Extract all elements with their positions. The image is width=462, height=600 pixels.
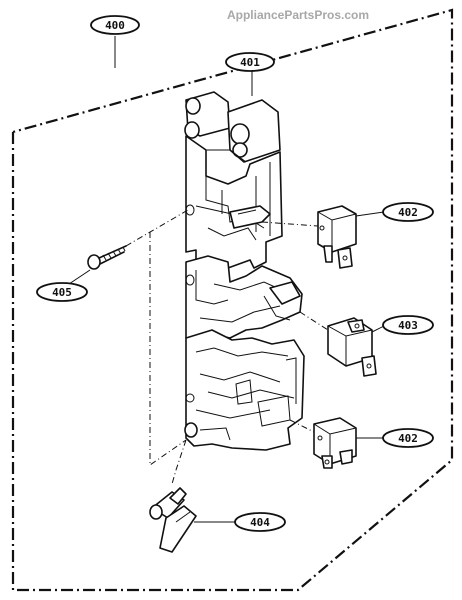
switch-part-402-top: [317, 205, 357, 269]
callout-402-bottom: 402: [356, 428, 434, 448]
callout-404-label: 404: [250, 516, 270, 529]
callout-400: 400: [90, 15, 140, 68]
callout-403-label: 403: [398, 319, 418, 332]
callout-402-top: 402: [355, 202, 434, 222]
leader-switch-middle: [299, 311, 329, 331]
leader-switch-bottom: [289, 419, 315, 433]
projection-lines: [125, 209, 189, 485]
callout-403: 403: [371, 315, 434, 335]
callout-402-bottom-label: 402: [398, 432, 418, 445]
callout-401: 401: [225, 52, 275, 96]
screw-part-405: [87, 245, 127, 270]
callout-401-label: 401: [240, 56, 260, 69]
lever-part-404: [149, 487, 197, 553]
callout-402-top-label: 402: [398, 206, 418, 219]
callout-405: 405: [36, 269, 91, 302]
callout-400-label: 400: [105, 19, 125, 32]
switch-part-403: [327, 317, 377, 377]
callout-404: 404: [194, 512, 286, 532]
assembly-boundary: [11, 8, 454, 592]
bracket-part-401: [184, 91, 305, 451]
watermark-text: AppliancePartsPros.com: [227, 8, 369, 22]
leader-switch-top: [261, 221, 319, 227]
switch-part-402-bottom: [313, 417, 357, 469]
callout-405-label: 405: [52, 286, 72, 299]
